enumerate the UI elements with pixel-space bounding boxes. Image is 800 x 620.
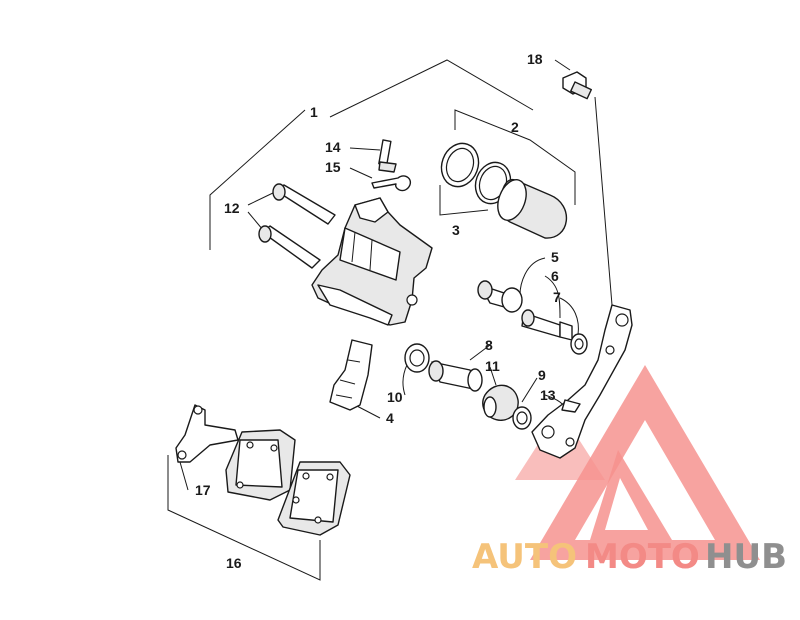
part-15-cap	[371, 175, 412, 192]
callout-9: 9	[538, 367, 546, 383]
part-2-piston-kit	[440, 142, 567, 239]
part-9-washer	[512, 406, 532, 430]
callout-labels: 1 2 3 4 5 6 7 8 9 10 11 12 13 14 15 16 1…	[195, 51, 561, 571]
part-10-seal	[404, 343, 430, 373]
part-18-bolt	[562, 71, 593, 100]
callout-5: 5	[551, 249, 559, 265]
watermark-auto: AUTO	[472, 537, 577, 577]
callout-1: 1	[310, 104, 318, 120]
callout-7: 7	[553, 289, 561, 305]
part-16-brake-pads	[225, 429, 351, 536]
part-17-shim	[175, 404, 239, 463]
callout-4: 4	[386, 410, 394, 426]
callout-8: 8	[485, 337, 493, 353]
callout-6: 6	[551, 268, 559, 284]
part-4-spring-clip	[329, 339, 373, 411]
part-7-washer	[570, 333, 588, 355]
callout-18: 18	[527, 51, 543, 67]
callout-13: 13	[540, 387, 556, 403]
callout-14: 14	[325, 139, 341, 155]
part-12-pins	[258, 183, 336, 269]
part-1-caliper-body	[311, 197, 433, 326]
callout-3: 3	[452, 222, 460, 238]
callout-11: 11	[485, 358, 500, 374]
part-13-bracket	[531, 304, 633, 459]
part-5-6-bolts	[477, 280, 573, 341]
callout-16: 16	[226, 555, 242, 571]
callout-10: 10	[387, 389, 403, 405]
callout-17: 17	[195, 482, 211, 498]
part-11-boot	[482, 384, 519, 421]
watermark-text: AUTO MOTO HUB	[472, 537, 787, 577]
watermark-moto: MOTO	[585, 537, 700, 577]
callout-2: 2	[511, 119, 519, 135]
watermark-triangle-gap	[605, 478, 648, 530]
watermark-hub: HUB	[705, 537, 787, 577]
part-14-bleeder	[378, 139, 397, 173]
part-8-shaft	[428, 360, 483, 392]
callout-15: 15	[325, 159, 341, 175]
callout-12: 12	[224, 200, 240, 216]
